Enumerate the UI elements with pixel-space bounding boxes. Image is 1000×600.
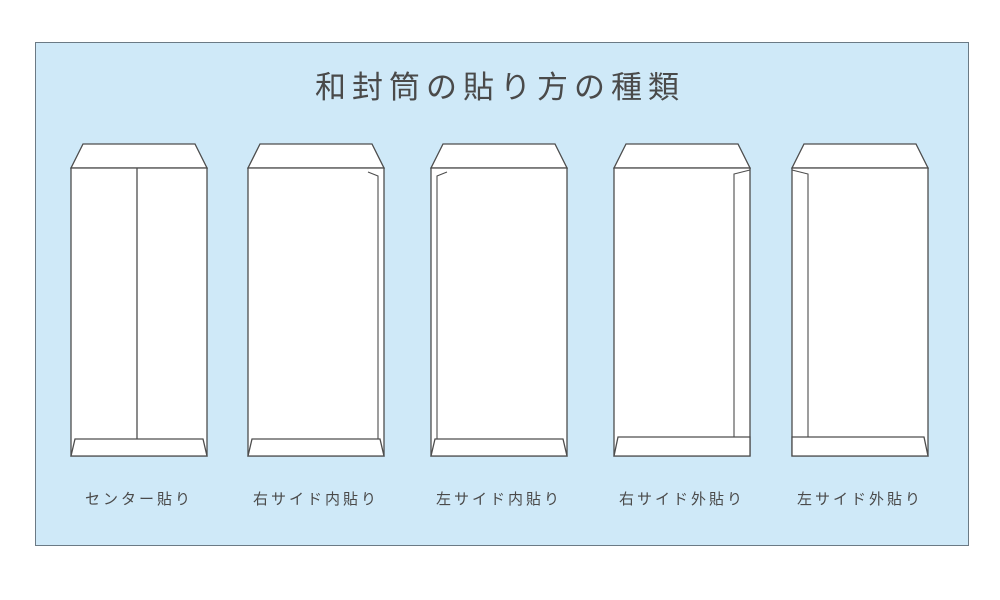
label-right-inner-seam: 右サイド内貼り: [252, 490, 379, 508]
envelope-left-outer-seam-drawing: [790, 143, 930, 457]
envelope-center-seam-drawing: [69, 143, 209, 457]
envelope-right-outer-seam: [612, 142, 752, 458]
envelope-left-inner-seam: [429, 142, 569, 458]
envelope-right-inner-seam-drawing: [246, 143, 386, 457]
envelope-center-seam: [69, 142, 209, 458]
envelope-right-inner-seam: [246, 142, 386, 458]
label-center-seam: センター貼り: [84, 490, 193, 508]
envelope-left-inner-seam-drawing: [429, 143, 569, 457]
diagram-title: 和封筒の貼り方の種類: [315, 70, 685, 106]
label-left-outer-seam: 左サイド外貼り: [796, 490, 923, 508]
label-right-outer-seam: 右サイド外貼り: [618, 490, 745, 508]
label-left-inner-seam: 左サイド内貼り: [435, 490, 562, 508]
envelope-right-outer-seam-drawing: [612, 143, 752, 457]
envelope-left-outer-seam: [790, 142, 930, 458]
